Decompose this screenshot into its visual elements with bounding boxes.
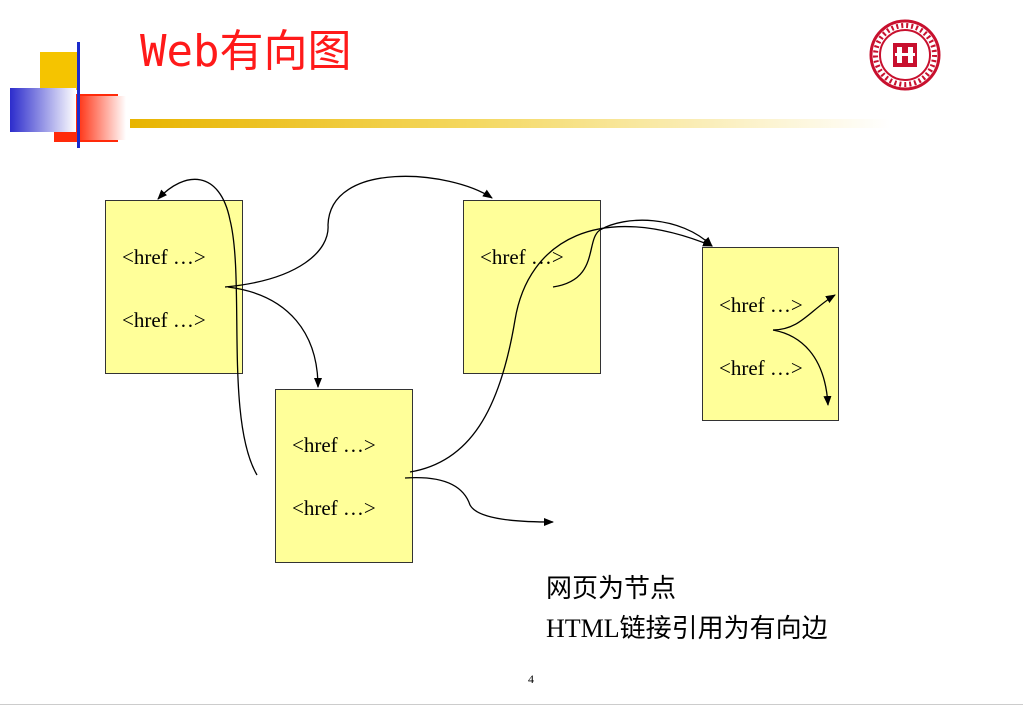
page-title: Web有向图: [140, 26, 352, 77]
href-link-label: <href …>: [719, 293, 803, 317]
web-page-node: <href …> <href …>: [702, 247, 839, 421]
edge-node1-to-node2: [227, 286, 322, 388]
href-link-label: <href …>: [122, 308, 206, 332]
edge-node3-to-node4: [552, 219, 713, 288]
bottom-divider: [0, 704, 1023, 705]
edge-node2-to-outside: [404, 476, 554, 526]
web-page-node: <href …> <href …>: [105, 200, 243, 374]
href-link-label: <href …>: [480, 245, 564, 269]
caption-edges: HTML链接引用为有向边: [546, 614, 828, 643]
href-link-label: <href …>: [122, 245, 206, 269]
edge-back-to-node1: [157, 178, 258, 476]
href-link-label: <href …>: [719, 356, 803, 380]
web-page-node: <href …>: [463, 200, 601, 374]
href-link-label: <href …>: [292, 496, 376, 520]
title-underline: [130, 119, 890, 128]
university-logo-icon: [869, 19, 941, 91]
web-page-node: <href …> <href …>: [275, 389, 413, 563]
edge-node2-to-node4: [409, 225, 713, 473]
edge-node4-to-outside-1: [772, 294, 836, 331]
edge-node1-to-node3: [224, 175, 493, 288]
edge-node4-to-outside-2: [772, 329, 832, 406]
page-number: 4: [528, 672, 534, 686]
caption-nodes: 网页为节点: [546, 574, 677, 603]
href-link-label: <href …>: [292, 433, 376, 457]
